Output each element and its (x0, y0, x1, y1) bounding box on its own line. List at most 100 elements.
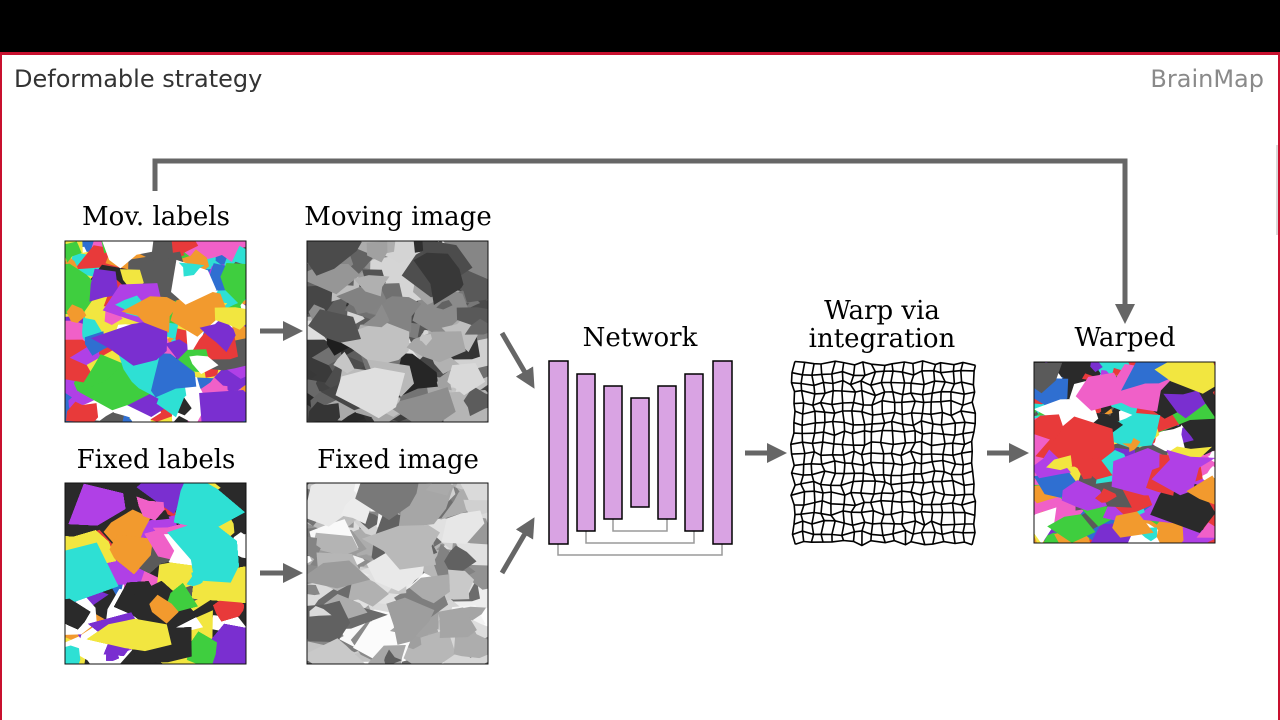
skip-connection-outer (557, 544, 723, 556)
blob (65, 542, 119, 605)
blob (66, 304, 87, 323)
blob (362, 304, 390, 328)
blob (1151, 449, 1215, 496)
grid-line-v (970, 365, 977, 545)
blob (441, 510, 485, 544)
blob (136, 496, 165, 521)
warped-image (1033, 361, 1216, 544)
blob (335, 367, 405, 419)
moving-image (306, 240, 489, 423)
blob (149, 594, 179, 624)
blob (89, 268, 119, 302)
blob (178, 262, 205, 277)
blob (1095, 488, 1117, 503)
label-moving-image: Moving image (304, 202, 491, 232)
blob (353, 275, 390, 297)
blob (90, 322, 168, 366)
blob (214, 307, 246, 330)
grid-line-v (840, 362, 846, 541)
blob (436, 369, 453, 391)
blob (348, 579, 389, 607)
fixed-image (306, 482, 489, 665)
blob (103, 509, 151, 546)
blob (121, 296, 180, 333)
blob (1075, 372, 1130, 411)
blob (65, 241, 82, 263)
grid-line-h (791, 470, 973, 477)
blob (463, 386, 488, 417)
blob (386, 597, 435, 645)
blob (438, 607, 477, 638)
label-warp-line2: integration (809, 324, 956, 354)
label-fixed-image: Fixed image (317, 445, 479, 475)
grid-line-h (793, 519, 974, 527)
blob (1105, 413, 1161, 448)
grid-line-h (793, 429, 975, 437)
blob (1156, 524, 1184, 543)
unet-block-7 (712, 360, 733, 545)
blob (425, 483, 452, 496)
blob (308, 309, 361, 343)
skip-connection-middle (585, 531, 695, 544)
grid-line-v (829, 360, 837, 542)
blob (66, 401, 99, 422)
blob (307, 369, 317, 380)
blob (1047, 514, 1096, 543)
blob (1084, 457, 1113, 480)
unet-block-4 (630, 397, 650, 508)
grid-line-v (900, 361, 907, 545)
blob (413, 252, 464, 305)
blob (173, 483, 245, 532)
blob (454, 539, 488, 566)
blob (109, 534, 153, 575)
blob (419, 332, 432, 346)
label-warp-line1: Warp via (824, 296, 940, 326)
grid-line-v (819, 363, 826, 543)
blob (1196, 522, 1215, 538)
blob (199, 390, 246, 422)
grid-line-h (794, 360, 976, 367)
blob (167, 518, 239, 583)
blob (1046, 455, 1073, 471)
blob (392, 387, 456, 422)
blob (436, 300, 453, 310)
fixed-labels-image (64, 482, 247, 665)
unet-block-1 (548, 360, 569, 545)
deformation-grid (789, 360, 977, 547)
blob (220, 263, 246, 306)
grid-line-h (791, 450, 973, 457)
blob (1034, 414, 1064, 441)
label-network: Network (583, 323, 698, 353)
blob (136, 483, 191, 514)
grid-line-v (869, 363, 877, 541)
blob (333, 351, 355, 374)
blob (151, 353, 197, 398)
blob (1034, 507, 1057, 543)
grid-line-v (810, 363, 817, 543)
blob (65, 645, 81, 664)
label-fixed-labels: Fixed labels (77, 445, 236, 475)
unet-network (548, 360, 733, 556)
unet-block-2 (576, 373, 596, 532)
blob (1090, 362, 1103, 373)
blob (1163, 390, 1206, 419)
grid-line-v (789, 361, 797, 545)
label-mov-labels: Mov. labels (82, 202, 230, 232)
grid-line-h (795, 539, 973, 547)
blob (453, 632, 488, 659)
blob (307, 560, 371, 589)
grid-line-v (930, 364, 937, 545)
blob (312, 532, 359, 556)
arrow-moving-to-network (499, 331, 535, 389)
grid-line-v (859, 361, 866, 546)
grid-line-h (794, 410, 976, 417)
unet-block-3 (603, 385, 623, 520)
blob (409, 574, 450, 604)
blob (213, 596, 244, 622)
blob (1061, 480, 1107, 511)
scroll-edge (1276, 145, 1278, 235)
arrow-fixed-to-network (499, 517, 535, 575)
brand-label: BrainMap (1150, 65, 1264, 93)
top-black-bar (0, 0, 1280, 52)
blob (1035, 416, 1115, 463)
